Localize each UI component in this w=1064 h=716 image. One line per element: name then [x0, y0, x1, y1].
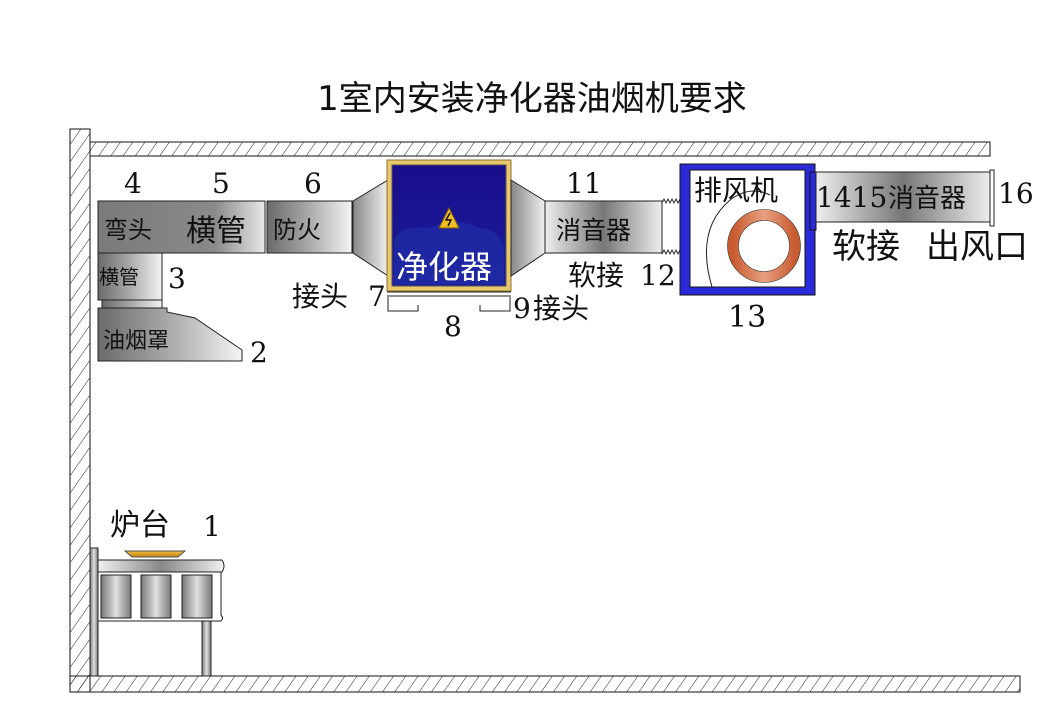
wok-icon	[123, 550, 187, 558]
exhaust-fan	[679, 163, 816, 296]
diagram-title: 1室内安装净化器油烟机要求	[317, 79, 747, 119]
silencer-2	[815, 171, 992, 223]
elbow-label: 弯头	[104, 216, 152, 244]
range-hood	[97, 307, 243, 362]
fan-number: 13	[728, 300, 766, 335]
fan-impeller-ring	[727, 209, 801, 283]
hazard-icon	[438, 206, 460, 229]
stove-label: 炉台	[110, 508, 170, 543]
purifier-label: 净化器	[396, 248, 492, 286]
horizontal-pipe-number: 5	[212, 167, 230, 200]
range-hood-label: 油烟罩	[103, 329, 169, 354]
fan-label: 排风机	[694, 174, 778, 207]
vertical-pipe-number: 3	[168, 262, 186, 295]
inlet-joint-number: 7	[368, 280, 386, 313]
fire-damper	[266, 200, 353, 254]
vertical-pipe-label: 横管	[99, 265, 139, 289]
outlet-joint	[510, 179, 546, 277]
soft-joint-2-label: 软接	[832, 227, 900, 267]
inlet-joint-label: 接头	[292, 280, 348, 313]
stove-number: 1	[203, 510, 221, 543]
fire-damper-number: 6	[304, 167, 322, 200]
silencer-1-label: 消音器	[556, 216, 631, 245]
soft-joint-1-label: 软接	[568, 259, 624, 292]
left-wall	[69, 128, 91, 693]
outlet-label: 出风口	[926, 227, 1028, 267]
silencer-1-number: 11	[566, 167, 602, 200]
outlet-joint-number: 9	[513, 292, 531, 325]
soft-joint-1-number: 12	[640, 259, 676, 292]
floor	[69, 675, 1021, 693]
silencer-1	[544, 200, 663, 254]
fire-damper-label: 防火	[273, 216, 321, 244]
purifier	[386, 159, 512, 312]
purifier-number: 8	[444, 310, 462, 343]
inlet-joint	[352, 179, 389, 277]
stove	[89, 547, 225, 677]
ceiling	[89, 141, 991, 157]
elbow-number: 4	[124, 167, 142, 200]
outlet-joint-label: 接头	[533, 292, 589, 325]
vertical-pipe	[97, 252, 163, 301]
horizontal-pipe-label: 横管	[186, 214, 246, 249]
silencer-2-numbers: 1415	[816, 181, 887, 214]
range-hood-number: 2	[250, 336, 268, 369]
outlet-number: 16	[998, 177, 1034, 210]
walls	[69, 128, 1021, 693]
elbow-horizontal-pipe	[97, 200, 266, 254]
outlet-plate	[989, 169, 995, 227]
soft-joint-1	[661, 197, 681, 256]
silencer-2-label: 消音器	[888, 184, 966, 214]
